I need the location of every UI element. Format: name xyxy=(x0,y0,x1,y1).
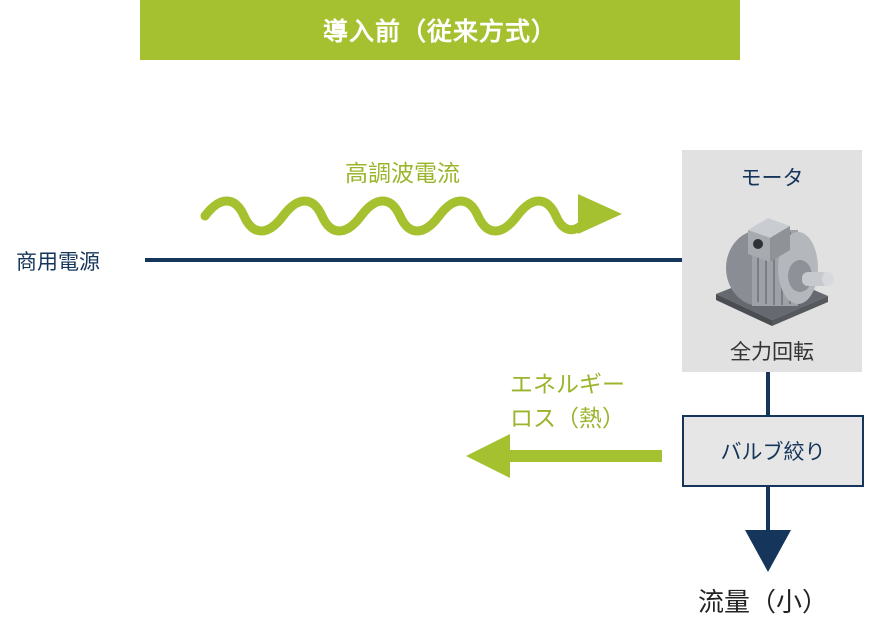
flow-rate-label: 流量（小） xyxy=(698,588,829,618)
energy-loss-label: エネルギー ロス（熱） xyxy=(510,368,625,436)
energy-loss-line2: ロス（熱） xyxy=(510,406,625,432)
electric-motor-icon xyxy=(716,218,834,326)
power-source-label: 商用電源 xyxy=(16,250,100,274)
loss-arrowhead xyxy=(466,434,510,478)
flow-arrowhead xyxy=(745,530,791,572)
harmonic-current-label: 高調波電流 xyxy=(345,161,460,187)
motor-title: モータ xyxy=(740,166,804,190)
motor-panel: モータ 全力回転 xyxy=(682,150,862,372)
valve-throttle-label: バルブ絞り xyxy=(720,440,826,464)
harmonic-wave xyxy=(200,196,590,236)
title-banner: 導入前（従来方式） xyxy=(140,0,740,60)
harmonic-arrowhead xyxy=(578,194,622,234)
loss-arrow-shaft xyxy=(500,450,662,462)
valve-throttle-box: バルブ絞り xyxy=(682,415,864,487)
motor-status: 全力回転 xyxy=(730,340,814,364)
energy-loss-line1: エネルギー xyxy=(510,372,625,398)
page-title: 導入前（従来方式） xyxy=(322,17,557,46)
